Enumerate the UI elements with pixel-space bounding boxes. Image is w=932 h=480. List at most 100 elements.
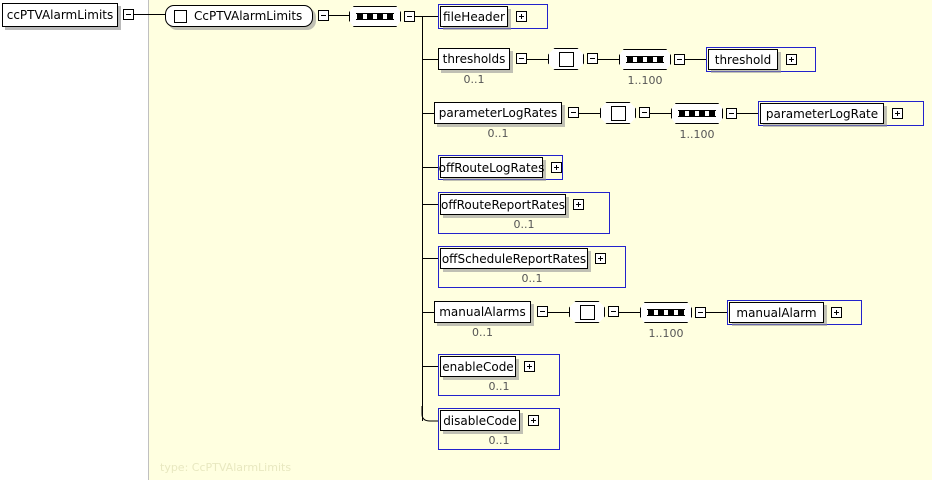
complextype-square-icon: [174, 9, 187, 23]
element-label-offroutelograte-s: offRouteLogRates: [438, 160, 545, 175]
connector-thresholds-to-all: [527, 59, 548, 60]
element-expand-toggle-offschedulereportrates[interactable]: [595, 253, 606, 264]
element-row-fileheader[interactable]: [438, 4, 548, 29]
element-label-chip-enablecode[interactable]: enableCode: [440, 356, 516, 377]
sequence-node-manualalarms[interactable]: [640, 302, 692, 323]
element-row-threshold[interactable]: [706, 47, 816, 72]
branch-line-2: [422, 113, 435, 114]
connector-all-to-sequence-parameterlograte-s: [650, 113, 672, 114]
element-row-parameterlograte[interactable]: [758, 101, 924, 126]
element-label-chip-parameterlograte-s[interactable]: parameterLogRates: [434, 102, 562, 124]
element-row-disablecode[interactable]: [438, 408, 560, 450]
root-to-type-connector: [134, 14, 168, 15]
element-label-chip-manualalarm[interactable]: manualAlarm: [729, 302, 824, 323]
sequence-node-thresholds[interactable]: [619, 49, 671, 70]
root-collapse-toggle[interactable]: [123, 9, 134, 20]
tree-trunk: [422, 16, 423, 421]
sequence-dots-parameterlograte-s: [678, 110, 716, 117]
cardinality-sequence-thresholds: 1..100: [627, 74, 663, 87]
all-square-icon-manualalarms: [579, 304, 595, 320]
branch-line-6: [422, 312, 435, 313]
element-label-offroutereportrates: offRouteReportRates: [441, 197, 565, 212]
root-element-label: ccPTVAlarmLimits: [6, 8, 114, 22]
element-label-offschedulereportrates: offScheduleReportRates: [441, 251, 587, 266]
element-label-chip-offschedulereportrates[interactable]: offScheduleReportRates: [440, 248, 588, 269]
element-label-parameterlograte-s: parameterLogRates: [438, 106, 558, 120]
all-collapse-toggle-thresholds[interactable]: [587, 53, 598, 64]
element-label-chip-disablecode[interactable]: disableCode: [440, 410, 520, 431]
element-row-offroutereportrates[interactable]: [438, 192, 610, 234]
element-collapse-toggle-thresholds[interactable]: [516, 53, 527, 64]
all-collapse-toggle-manualalarms[interactable]: [608, 306, 619, 317]
root-element-box[interactable]: ccPTVAlarmLimits: [2, 3, 118, 27]
complextype-collapse-toggle[interactable]: [318, 10, 329, 21]
element-expand-toggle-parameterlograte[interactable]: [892, 108, 903, 119]
element-row-offroutelograte-s[interactable]: [438, 155, 563, 180]
element-label-thresholds: thresholds: [442, 52, 506, 66]
sequence-dots-thresholds: [626, 56, 664, 63]
element-row-manualalarm[interactable]: [727, 300, 862, 325]
type-panel-footer-label: type: CcPTVAlarmLimits: [160, 461, 292, 474]
all-square-icon-thresholds: [558, 51, 574, 67]
connector-parameterlograte-s-to-all: [579, 113, 600, 114]
element-label-chip-thresholds[interactable]: thresholds: [438, 48, 510, 70]
root-sequence-collapse-toggle[interactable]: [404, 11, 415, 22]
element-expand-toggle-threshold[interactable]: [786, 54, 797, 65]
element-row-offschedulereportrates[interactable]: [438, 246, 626, 288]
element-label-disablecode: disableCode: [443, 413, 517, 428]
branch-line-1: [422, 59, 439, 60]
complextype-label: CcPTVAlarmLimits: [194, 9, 303, 23]
branch-line-7: [422, 366, 439, 367]
type-panel: [148, 0, 932, 480]
element-label-chip-fileheader[interactable]: fileHeader: [440, 6, 508, 27]
element-label-enablecode: enableCode: [442, 359, 514, 374]
element-expand-toggle-manualalarm[interactable]: [831, 307, 842, 318]
element-label-chip-manualalarms[interactable]: manualAlarms: [434, 301, 531, 323]
all-node-manualalarms[interactable]: [569, 301, 605, 323]
sequence-node-parameterlograte-s[interactable]: [671, 103, 723, 124]
element-collapse-toggle-manualalarms[interactable]: [537, 306, 548, 317]
cardinality-disablecode: 0..1: [488, 434, 510, 447]
sequence-dots: [356, 13, 394, 20]
connector-sequence-to-leaf-thresholds: [685, 59, 706, 60]
sequence-collapse-toggle-parameterlograte-s[interactable]: [726, 108, 737, 119]
all-square-icon-parameterlograte-s: [610, 105, 626, 121]
cardinality-thresholds: 0..1: [463, 73, 485, 86]
cardinality-offroutereportrates: 0..1: [513, 218, 535, 231]
cardinality-offschedulereportrates: 0..1: [521, 272, 543, 285]
connector-sequence-to-leaf-parameterlograte: [737, 113, 758, 114]
connector-sequence-to-leaf-manualalarm: [706, 312, 727, 313]
cardinality-manualalarms: 0..1: [472, 326, 493, 339]
connector-all-to-sequence-manualalarms: [619, 312, 641, 313]
complextype-to-sequence-connector: [329, 15, 350, 16]
cardinality-sequence-parameterlograte-s: 1..100: [679, 128, 715, 141]
all-collapse-toggle-parameterlograte-s[interactable]: [639, 107, 650, 118]
element-label-fileheader: fileHeader: [443, 9, 505, 24]
element-expand-toggle-disablecode[interactable]: [528, 415, 539, 426]
complextype-node[interactable]: CcPTVAlarmLimits: [165, 5, 313, 27]
cardinality-sequence-manualalarms: 1..100: [648, 327, 684, 340]
element-label-manualalarms: manualAlarms: [439, 305, 526, 319]
sequence-collapse-toggle-thresholds[interactable]: [674, 54, 685, 65]
element-expand-toggle-enablecode[interactable]: [524, 361, 535, 372]
branch-line-8-curve: [421, 406, 439, 422]
element-expand-toggle-offroutelograte-s[interactable]: [551, 162, 562, 173]
branch-line-0: [422, 16, 439, 17]
element-label-chip-parameterlograte[interactable]: parameterLogRate: [760, 103, 884, 124]
element-label-threshold: threshold: [714, 52, 772, 67]
element-label-chip-offroutereportrates[interactable]: offRouteReportRates: [440, 194, 566, 215]
element-row-enablecode[interactable]: [438, 354, 560, 396]
element-expand-toggle-fileheader[interactable]: [516, 11, 527, 22]
root-sequence-icon[interactable]: [349, 6, 401, 27]
cardinality-parameterlograte-s: 0..1: [487, 127, 509, 140]
element-expand-toggle-offroutereportrates[interactable]: [573, 199, 584, 210]
all-node-thresholds[interactable]: [548, 48, 584, 70]
element-label-manualalarm: manualAlarm: [736, 305, 817, 320]
element-collapse-toggle-parameterlograte-s[interactable]: [568, 107, 579, 118]
cardinality-enablecode: 0..1: [488, 380, 510, 393]
element-label-chip-offroutelograte-s[interactable]: offRouteLogRates: [438, 157, 545, 178]
sequence-collapse-toggle-manualalarms[interactable]: [695, 307, 706, 318]
element-label-chip-threshold[interactable]: threshold: [708, 49, 778, 70]
all-node-parameterlograte-s[interactable]: [600, 102, 636, 124]
